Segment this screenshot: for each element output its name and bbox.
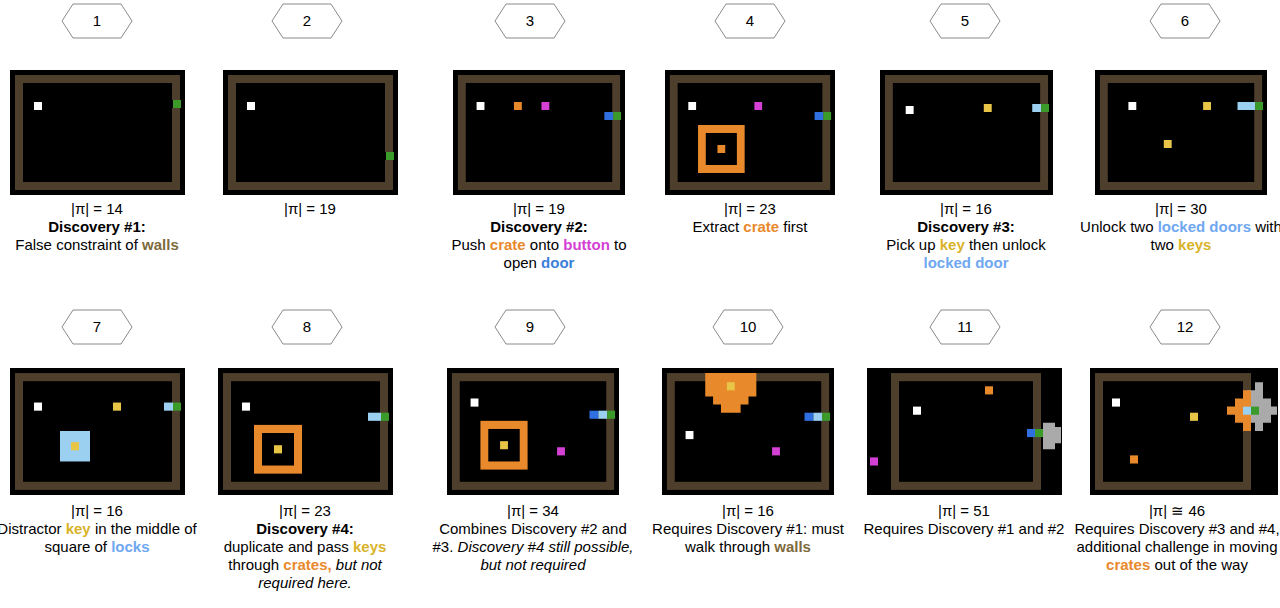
panel-number: 3 (494, 3, 566, 39)
caption-text: |π| ≅ 46 (1074, 502, 1280, 520)
caption-text: |π| = 16 (645, 502, 851, 520)
caption-text: Requires Discovery #3 and #4, additional… (1074, 520, 1280, 574)
caption-text: |π| = 23 (202, 502, 408, 520)
caption-text: |π| = 19 (436, 200, 642, 218)
grid-illustration (10, 70, 185, 195)
caption-text: False constraint of walls (0, 236, 200, 254)
grid-illustration (662, 368, 834, 495)
panel-number-hexagon: 11 (929, 309, 1001, 345)
panel-number-hexagon: 9 (494, 309, 566, 345)
panel-number: 6 (1149, 3, 1221, 39)
caption-text: Discovery #4: (202, 520, 408, 538)
caption-text: Requires Discovery #1: must walk through… (645, 520, 851, 556)
caption-text: Distractor key in the middle of square o… (0, 520, 200, 556)
caption-text: |π| = 19 (207, 200, 413, 218)
grid-illustration (1090, 368, 1278, 495)
caption-text: Unlock two locked doors with two keys (1078, 218, 1280, 254)
panel-number-hexagon: 12 (1149, 309, 1221, 345)
panel-number: 5 (929, 3, 1001, 39)
caption-text: |π| = 34 (430, 502, 636, 520)
panel-number-hexagon: 7 (61, 309, 133, 345)
caption-text: Combines Discovery #2 and #3. Discovery … (430, 520, 636, 574)
panel-number-hexagon: 3 (494, 3, 566, 39)
grid-illustration (218, 368, 393, 495)
grid-illustration (665, 70, 835, 195)
panel-number: 4 (714, 3, 786, 39)
panel-number: 2 (271, 3, 343, 39)
caption-text: Push crate onto button to open door (436, 236, 642, 272)
panel-number: 8 (271, 309, 343, 345)
caption-text: duplicate and pass keys through crates, … (202, 538, 408, 592)
grid-illustration (10, 368, 185, 495)
panel-number: 9 (494, 309, 566, 345)
grid-illustration (453, 70, 625, 195)
grid-illustration (447, 368, 619, 495)
panel-number-hexagon: 10 (712, 309, 784, 345)
panel-number-hexagon: 8 (271, 309, 343, 345)
caption-text: Extract crate first (647, 218, 853, 236)
grid-illustration (880, 70, 1053, 195)
panel-number-hexagon: 4 (714, 3, 786, 39)
caption-text: Discovery #2: (436, 218, 642, 236)
panel-number: 10 (712, 309, 784, 345)
panel-number: 11 (929, 309, 1001, 345)
caption-text: |π| = 14 (0, 200, 200, 218)
panel-number: 1 (61, 3, 133, 39)
grid-illustration (223, 70, 398, 195)
grid-illustration (1095, 70, 1267, 195)
caption-text: |π| = 51 (861, 502, 1067, 520)
caption-text: Requires Discovery #1 and #2 (861, 520, 1067, 538)
caption-text: |π| = 16 (863, 200, 1069, 218)
caption-text: |π| = 16 (0, 502, 200, 520)
caption-text: Discovery #1: (0, 218, 200, 236)
caption-text: |π| = 23 (647, 200, 853, 218)
panel-number-hexagon: 1 (61, 3, 133, 39)
panel-number-hexagon: 6 (1149, 3, 1221, 39)
caption-text: Pick up key then unlock locked door (863, 236, 1069, 272)
panel-number: 12 (1149, 309, 1221, 345)
panel-number-hexagon: 2 (271, 3, 343, 39)
grid-illustration (867, 368, 1062, 495)
caption-text: Discovery #3: (863, 218, 1069, 236)
panel-number: 7 (61, 309, 133, 345)
panel-number-hexagon: 5 (929, 3, 1001, 39)
caption-text: |π| = 30 (1078, 200, 1280, 218)
